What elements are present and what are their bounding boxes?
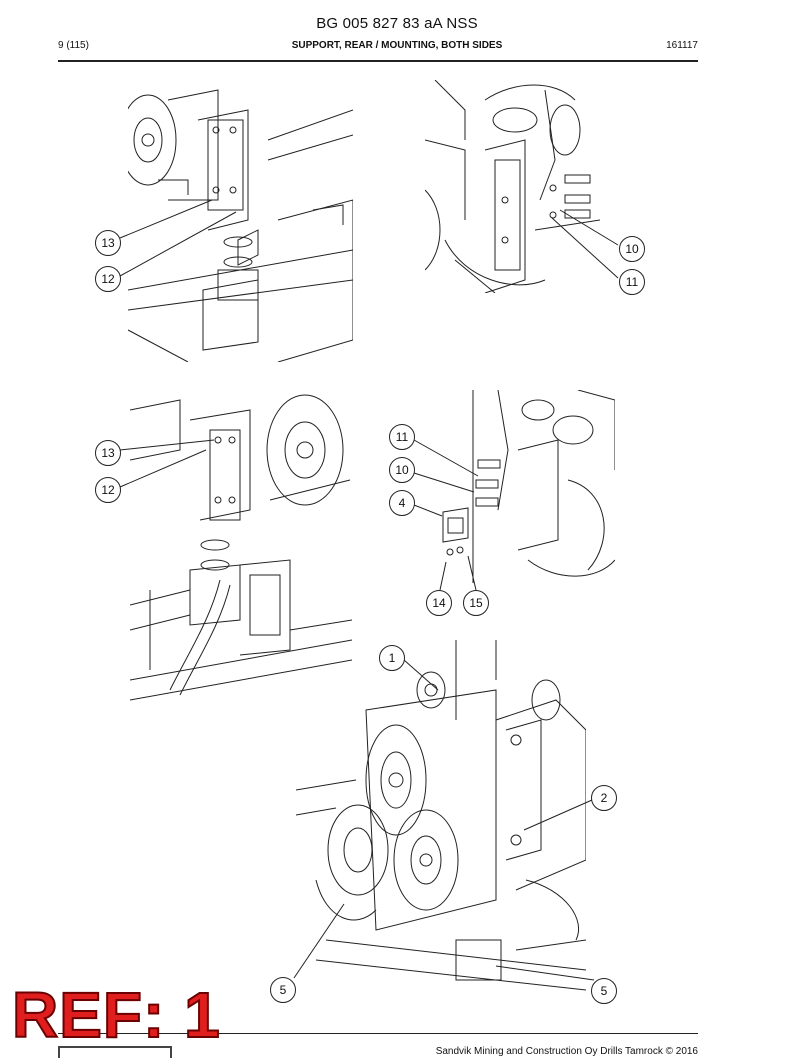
callout-5-left: 5 <box>270 977 296 1003</box>
callout-1: 1 <box>379 645 405 671</box>
date-code: 161117 <box>666 40 698 51</box>
copyright-text: Sandvik Mining and Construction Oy Drill… <box>435 1046 698 1057</box>
footer-rule <box>58 1033 698 1034</box>
drawing-bottom-svg <box>296 640 586 991</box>
callout-11-middle: 11 <box>389 424 415 450</box>
doc-title: BG 005 827 83 aA NSS <box>316 15 478 32</box>
callout-13-middle: 13 <box>95 440 121 466</box>
callout-12-top: 12 <box>95 266 121 292</box>
drawing-top-left-svg <box>128 89 353 362</box>
section-title: SUPPORT, REAR / MOUNTING, BOTH SIDES <box>291 40 503 51</box>
drawing-top-right-svg <box>425 80 600 293</box>
callout-10-top: 10 <box>619 236 645 262</box>
drawing-panel-middle-left <box>130 390 352 705</box>
drawing-middle-left-svg <box>130 394 352 701</box>
header-rule <box>58 60 698 62</box>
page-number: 9 (115) <box>58 40 89 51</box>
callout-12-middle: 12 <box>95 477 121 503</box>
logo-fragment <box>58 1046 172 1058</box>
callout-14: 14 <box>426 590 452 616</box>
drawing-panel-top-right <box>425 80 600 293</box>
drawing-middle-right-svg <box>442 390 615 583</box>
callout-4: 4 <box>389 490 415 516</box>
drawing-panel-top-left <box>128 80 353 362</box>
callout-11-top: 11 <box>619 269 645 295</box>
callout-13-top: 13 <box>95 230 121 256</box>
drawing-panel-middle-right <box>438 390 615 583</box>
callout-5-right: 5 <box>591 978 617 1004</box>
callout-2: 2 <box>591 785 617 811</box>
callout-10-middle: 10 <box>389 457 415 483</box>
ref-stamp: REF: 1 <box>11 979 221 1051</box>
drawing-panel-bottom <box>296 640 586 1010</box>
callout-15: 15 <box>463 590 489 616</box>
